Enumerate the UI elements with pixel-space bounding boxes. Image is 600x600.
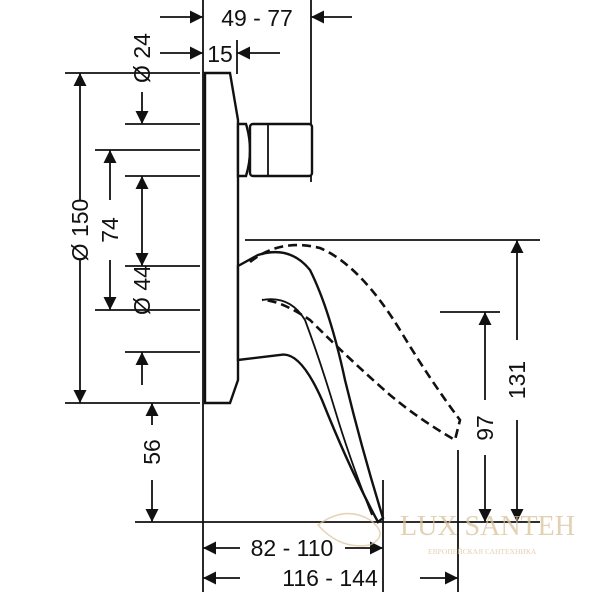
- dim-spout-reach: 82 - 110: [251, 535, 334, 561]
- dim-lever-diameter: Ø 44: [129, 265, 155, 315]
- mixer-body: [203, 71, 462, 524]
- dim-lower-offset: 56: [139, 439, 165, 465]
- dim-total-reach: 116 - 144: [282, 565, 378, 591]
- dimension-arrows: [73, 10, 524, 585]
- dim-plate-diameter: Ø 150: [67, 199, 93, 262]
- dim-lever-height-raised: 131: [504, 361, 530, 399]
- dim-lever-height-lowered: 97: [472, 415, 498, 441]
- dim-depth-range: 49 - 77: [221, 5, 293, 31]
- lever-raised-outline: [249, 243, 462, 442]
- diverter-collar: [236, 122, 252, 178]
- dim-diverter-diameter: Ø 24: [129, 33, 155, 83]
- watermark-brand: LUX SANTEH: [400, 511, 575, 542]
- dimension-labels: 49 - 77 15 Ø 24 Ø 150 74 Ø 44 56 131 97 …: [67, 5, 530, 591]
- watermark-logo: LUX SANTEH ЕВРОПЕЙСКАЯ САНТЕХНИКА: [316, 511, 575, 556]
- lever-handle: [236, 250, 385, 524]
- dim-plate-depth: 15: [207, 41, 233, 67]
- diverter-knob: [248, 122, 314, 178]
- watermark-bathtub-icon: [316, 512, 381, 547]
- cover-plate: [203, 71, 240, 405]
- watermark-tagline: ЕВРОПЕЙСКАЯ САНТЕХНИКА: [428, 547, 537, 556]
- dim-spacing: 74: [97, 217, 123, 243]
